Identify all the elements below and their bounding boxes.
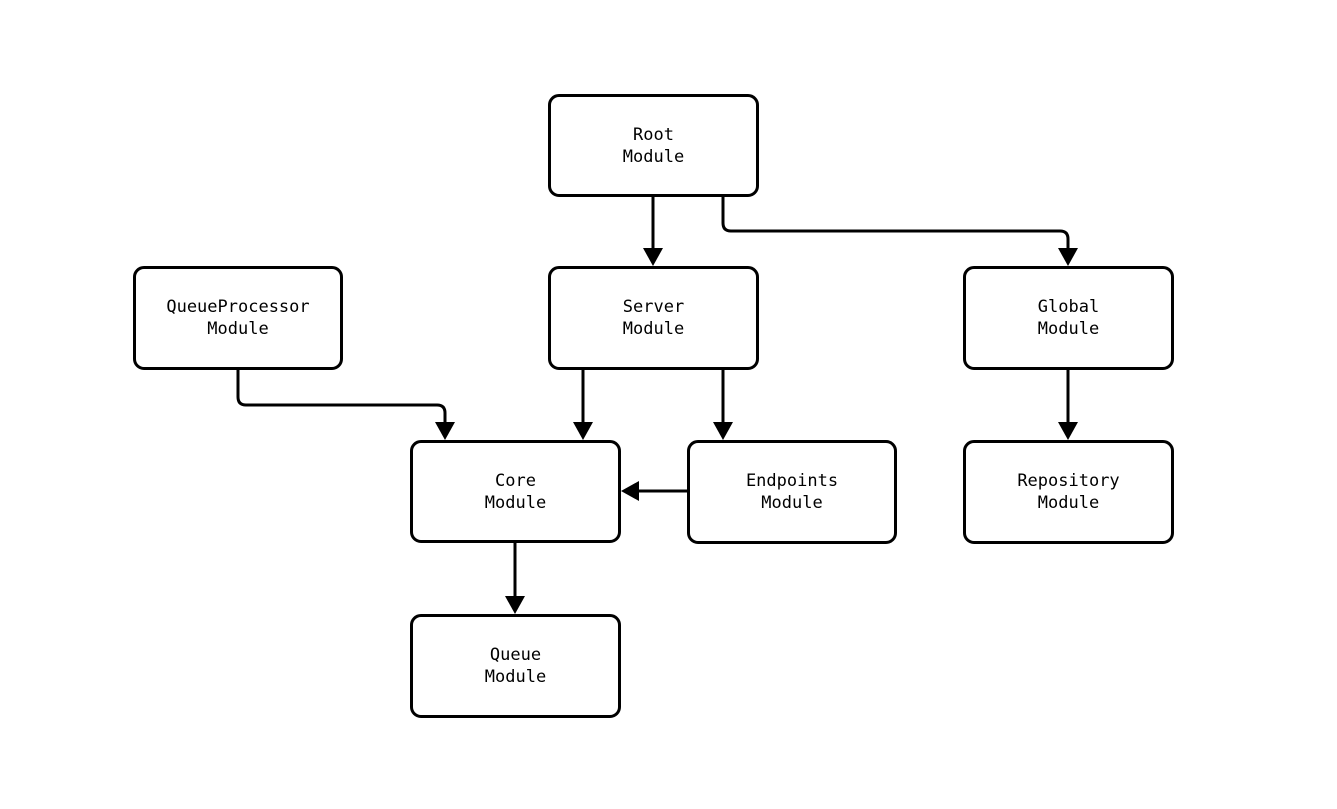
arrowhead-icon [713,422,733,440]
node-label-suffix: Module [207,319,269,339]
arrowhead-icon [643,248,663,266]
node-label-name: QueueProcessor [166,297,310,317]
node-label-suffix: Module [761,493,823,513]
arrowhead-icon [621,481,639,501]
edge-core-to-queue [505,543,525,614]
node-label-name: Root [633,124,674,145]
edge-server-to-core [573,370,593,440]
node-label-name: Core [495,470,536,491]
node-label-suffix: Module [1037,319,1100,339]
arrowhead-icon [435,422,455,440]
edge-global-to-repository [1058,370,1078,440]
node-label-suffix: Module [484,492,547,513]
edge-line [721,197,1070,252]
node-label-name: Repository [1017,471,1120,491]
node-label-suffix: Module [1037,493,1100,513]
node-label-suffix: Module [484,667,547,687]
node-label-name: Queue [489,645,542,665]
edge-root-to-global [721,197,1078,266]
edge-root-to-server [643,197,663,266]
node-label-suffix: Module [622,319,685,339]
edge-line [236,370,447,426]
arrowhead-icon [573,422,593,440]
node-label-name: Endpoints [745,471,839,491]
node-label-name: Server [622,297,685,317]
node-label-suffix: Module [622,146,685,167]
node-label-name: Global [1037,297,1100,317]
edge-endpoints-to-core [621,481,687,501]
arrowhead-icon [1058,248,1078,266]
arrowhead-icon [1058,422,1078,440]
edge-server-to-endpoints [713,370,733,440]
edge-queueprocessor-to-core [236,370,455,440]
arrowhead-icon [505,596,525,614]
